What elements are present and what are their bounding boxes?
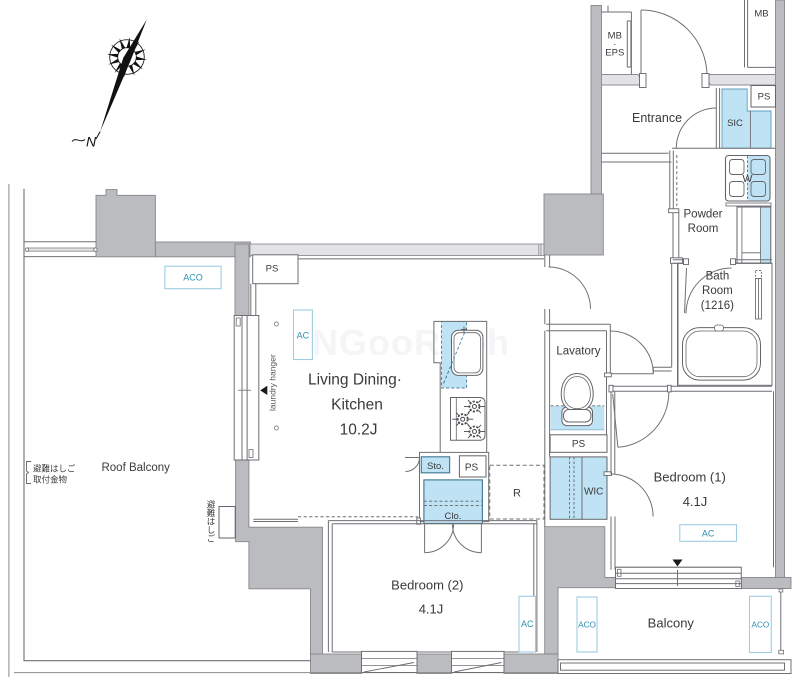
svg-text:Room: Room	[688, 223, 719, 235]
svg-text:PS: PS	[758, 92, 771, 103]
svg-text:laundry hanger: laundry hanger	[268, 354, 278, 411]
svg-text:Bedroom (1): Bedroom (1)	[654, 470, 726, 485]
svg-text:(1216): (1216)	[701, 300, 734, 312]
svg-text:AC: AC	[521, 619, 534, 629]
svg-text:W: W	[743, 173, 753, 185]
svg-text:Bath: Bath	[706, 271, 730, 283]
svg-text:4.1J: 4.1J	[419, 602, 444, 617]
svg-text:PS: PS	[266, 264, 279, 275]
svg-text:N: N	[86, 134, 97, 150]
svg-text:EPS: EPS	[605, 48, 624, 59]
svg-text:Bedroom (2): Bedroom (2)	[391, 578, 463, 593]
svg-text:避難はしご: 避難はしご	[206, 499, 216, 542]
svg-text:10.2J: 10.2J	[340, 422, 378, 439]
svg-text:SIC: SIC	[727, 118, 743, 129]
svg-text:Living Dining·: Living Dining·	[308, 372, 402, 389]
svg-text:AC: AC	[297, 330, 310, 340]
svg-text:Balcony: Balcony	[648, 616, 695, 631]
svg-text:Room: Room	[702, 285, 733, 297]
svg-text:避難はしご: 避難はしご	[33, 464, 76, 474]
svg-text:WIC: WIC	[584, 487, 603, 498]
svg-text:·: ·	[613, 39, 616, 50]
svg-text:Clo.: Clo.	[445, 511, 462, 522]
svg-text:4.1J: 4.1J	[683, 494, 708, 509]
svg-text:Entrance: Entrance	[632, 111, 682, 125]
svg-text:ACO: ACO	[183, 273, 203, 283]
svg-text:取付金物: 取付金物	[33, 475, 68, 485]
svg-text:MB: MB	[754, 9, 768, 20]
svg-text:ACO: ACO	[578, 621, 596, 630]
svg-text:Sto.: Sto.	[427, 461, 444, 472]
svg-text:Roof Balcony: Roof Balcony	[101, 462, 170, 474]
svg-text:MB: MB	[608, 31, 622, 42]
svg-text:ACO: ACO	[752, 621, 770, 630]
svg-text:PS: PS	[465, 463, 479, 474]
svg-text:Kitchen: Kitchen	[331, 397, 383, 414]
svg-text:Powder: Powder	[684, 209, 723, 221]
svg-text:Lavatory: Lavatory	[556, 346, 600, 358]
svg-text:AC: AC	[702, 528, 715, 538]
svg-text:PS: PS	[572, 439, 586, 450]
svg-text:R: R	[513, 488, 521, 500]
